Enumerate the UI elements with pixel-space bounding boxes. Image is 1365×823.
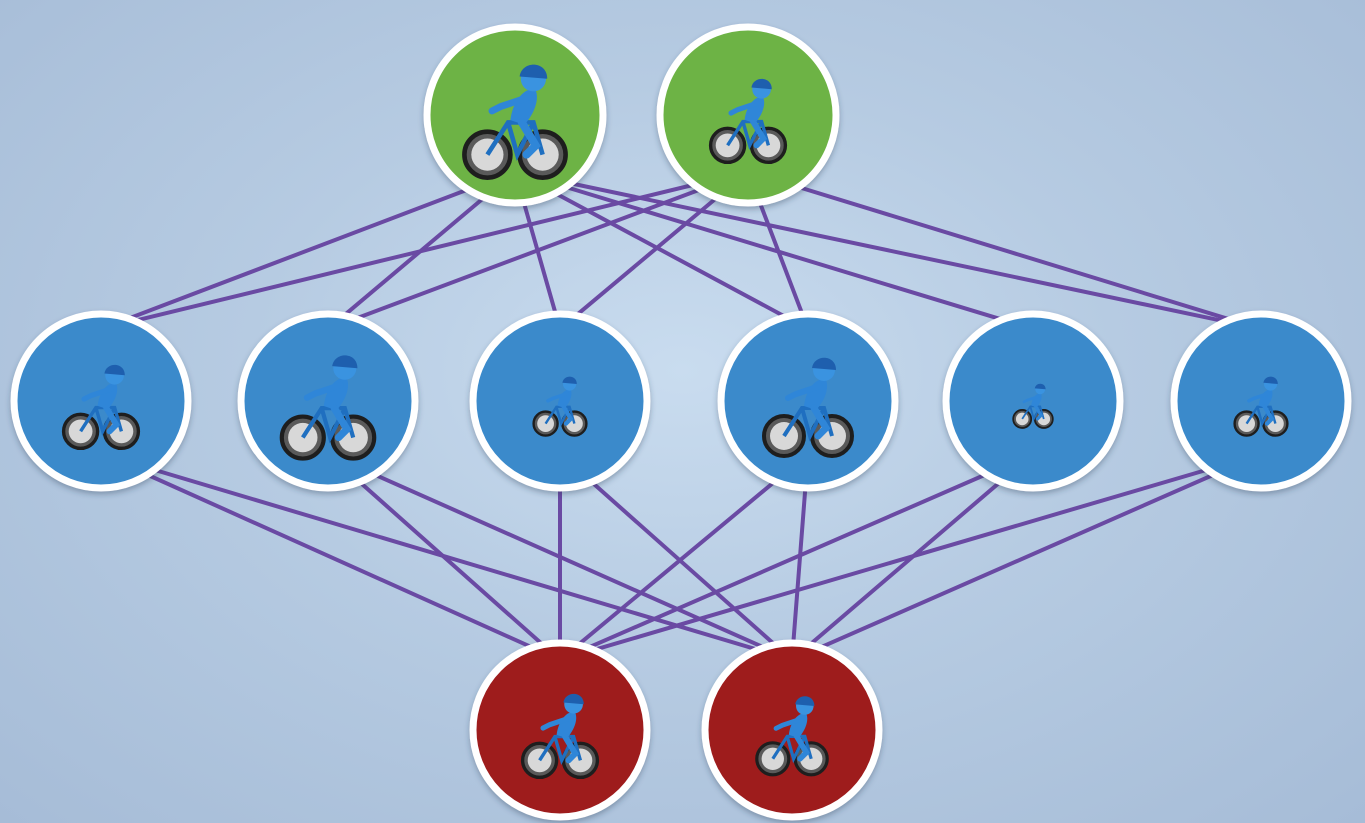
edge-g1-b4 [530,179,799,325]
edge-b2-r2 [353,464,776,654]
edge-b5-r1 [576,464,1007,654]
edge-b6-r2 [808,464,1235,654]
edge-g1-b6 [557,179,1234,325]
edge-b3-r2 [571,464,785,654]
node-b6 [1170,310,1352,492]
edge-b1-r1 [126,464,544,654]
node-b4 [717,310,899,492]
edge-g1-b1 [115,179,493,325]
node-g2 [656,23,840,207]
edge-b2-r1 [339,464,553,654]
node-b1 [10,310,192,492]
edge-g2-b6 [776,179,1243,325]
edge-b4-r1 [567,464,796,654]
edge-b4-r2 [790,464,810,654]
edge-b1-r2 [140,464,767,654]
node-group [10,23,1352,821]
edge-g2-b2 [342,179,725,325]
edge-g2-b3 [565,179,739,325]
node-g1 [423,23,607,207]
node-b5 [942,310,1124,492]
connection-lines [115,179,1243,654]
node-b3 [469,310,651,492]
edge-b6-r1 [586,464,1221,654]
node-r1 [469,639,651,821]
node-b2 [237,310,419,492]
node-r2 [701,639,883,821]
edge-g2-b1 [124,179,712,325]
